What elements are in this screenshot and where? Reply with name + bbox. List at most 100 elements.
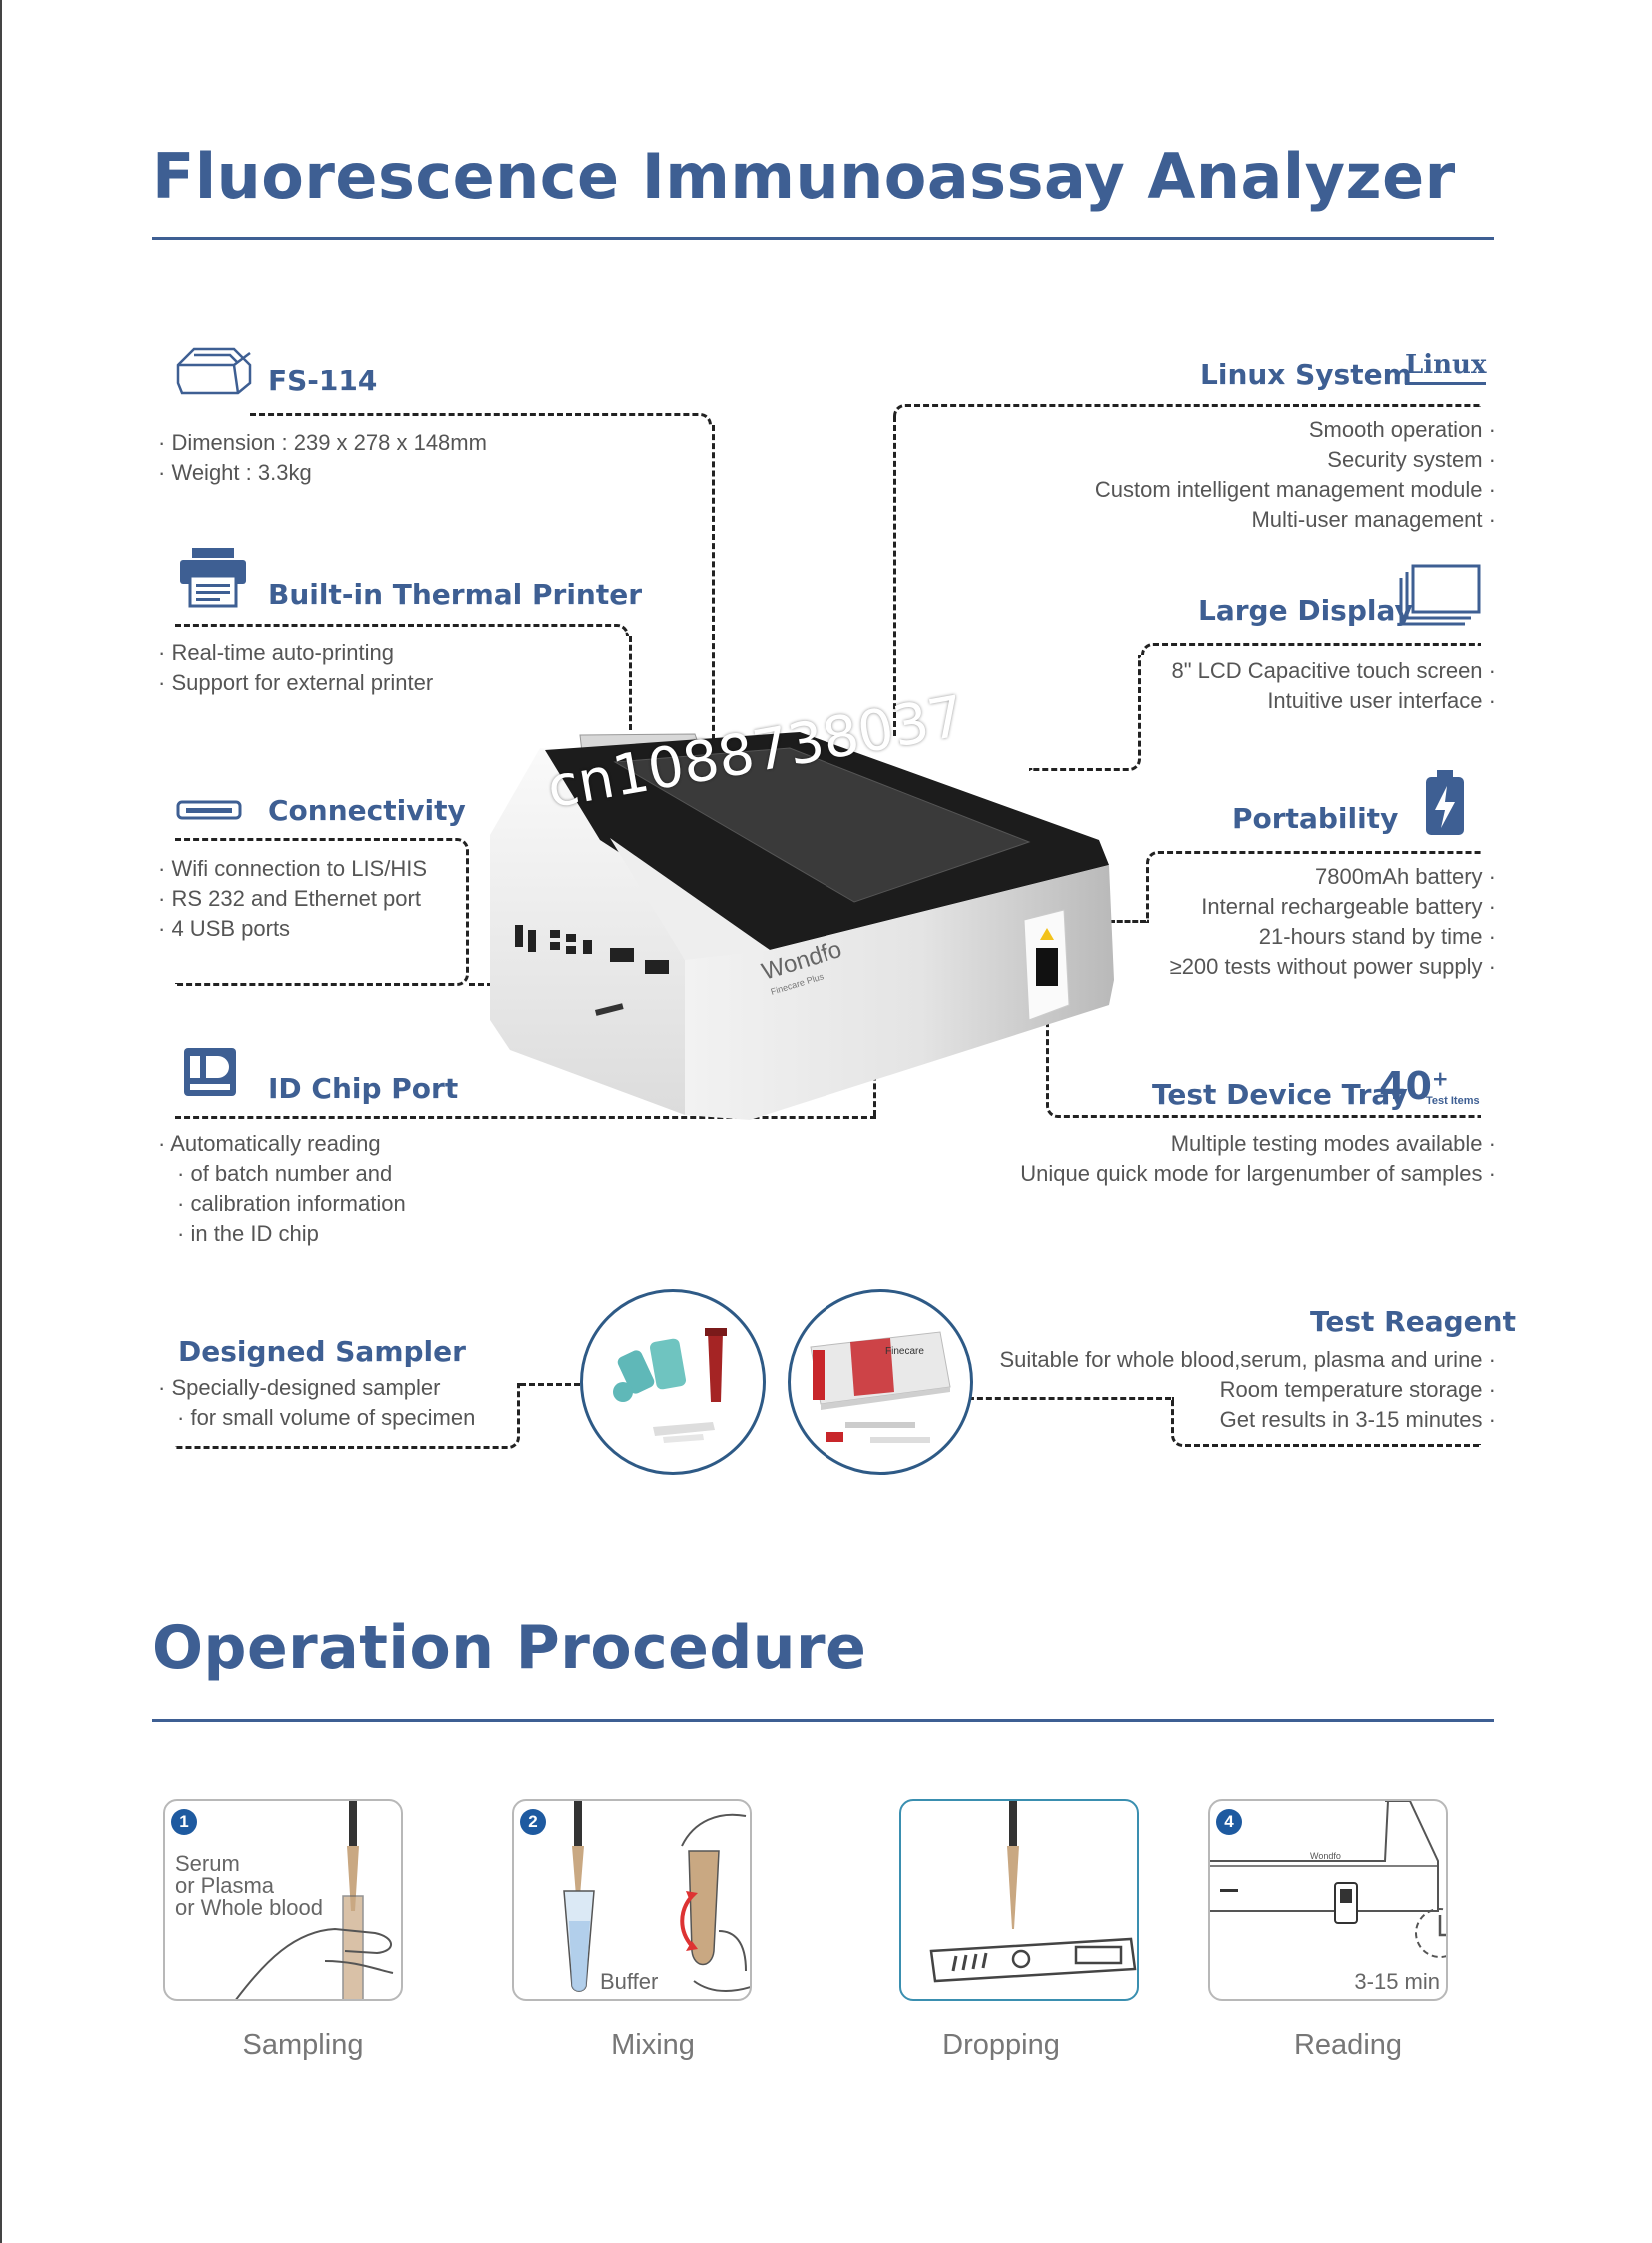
connector-line [1109,920,1146,923]
battery-icon [1426,770,1464,835]
list-item: Multi-user management [1095,505,1496,535]
step-label-reading: Reading [1293,2029,1403,2061]
connector-line [893,416,896,736]
feature-list-id-chip: Automatically reading of batch number an… [158,1129,406,1249]
title-rule [152,237,1494,240]
printer-icon [180,548,246,608]
test-items-label: Test Items [1426,1095,1480,1107]
list-item: Automatically reading [158,1129,406,1159]
connector-line [175,1383,520,1449]
device-brand-mini: Wondfo [1310,1851,1341,1861]
list-item: Multiple testing modes available [1020,1129,1496,1159]
feature-title-linux: Linux System [1200,358,1412,391]
page-title: Fluorescence Immunoassay Analyzer [152,140,1456,213]
sampler-image [580,1289,766,1475]
feature-title-portability: Portability [1232,802,1399,835]
list-item: Unique quick mode for largenumber of sam… [1020,1159,1496,1189]
connector-line [893,404,1481,416]
reagent-image: Finecare [788,1289,973,1475]
linux-logo: Linux [1405,350,1487,385]
list-item: Real-time auto-printing [158,638,433,668]
list-item: Dimension : 239 x 278 x 148mm [158,428,487,458]
step-number: 1 [171,1809,197,1835]
mixing-illustration [563,1801,750,1992]
connector-line [520,1383,580,1386]
list-item: Smooth operation [1095,415,1496,445]
step-number: 4 [1216,1809,1242,1835]
connector-line [1141,643,1481,655]
feature-list-linux: Smooth operation Security system Custom … [1095,415,1496,535]
connector-line [175,1116,876,1119]
list-item: Suitable for whole blood,serum, plasma a… [999,1345,1496,1375]
feature-title-fs114: FS-114 [268,364,378,397]
list-item: Room temperature storage [999,1375,1496,1405]
analyzer-icon [176,347,252,395]
feature-list-portability: 7800mAh battery Internal rechargeable ba… [1170,862,1496,982]
feature-title-tray: Test Device Tray [1152,1078,1408,1111]
step-number: 2 [520,1809,546,1835]
feature-title-id-chip: ID Chip Port [268,1072,459,1105]
list-item: ≥200 tests without power supply [1170,952,1496,982]
list-item: Security system [1095,445,1496,475]
feature-title-reagent: Test Reagent [1310,1305,1516,1338]
list-item: Weight : 3.3kg [158,458,487,488]
connector-line [175,838,469,986]
connector-line [175,624,629,636]
step-label-mixing: Mixing [611,2029,695,2061]
feature-list-fs114: Dimension : 239 x 278 x 148mm Weight : 3… [158,428,487,488]
connector-line [1146,851,1481,923]
connector-line [712,425,715,740]
feature-list-display: 8" LCD Capacitive touch screen Intuitive… [1171,656,1496,716]
step-card-reading: 4 3-15 min Wondfo [1208,1799,1448,2001]
list-item: 8" LCD Capacitive touch screen [1171,656,1496,686]
feature-title-sampler: Designed Sampler [178,1335,466,1368]
connector-line [250,413,712,425]
list-item: 4 USB ports [158,914,427,944]
list-item: in the ID chip [158,1219,406,1249]
feature-list-reagent: Suitable for whole blood,serum, plasma a… [999,1345,1496,1435]
feature-list-printer: Real-time auto-printing Support for exte… [158,638,433,698]
connector-line [1029,655,1141,771]
list-item: Internal rechargeable battery [1170,892,1496,922]
list-item: 7800mAh battery [1170,862,1496,892]
step-card-mixing: 2 Buffer [512,1799,752,2001]
feature-list-sampler: Specially-designed sampler for small vol… [158,1373,475,1433]
step-card-sampling: 1 Serum or Plasma or Whole blood [163,1799,403,2001]
list-item: of batch number and [158,1159,406,1189]
list-item: Support for external printer [158,668,433,698]
port-icon [176,800,242,820]
step-label-dropping: Dropping [942,2029,1060,2061]
test-items-count: 40+ [1379,1064,1449,1108]
list-item: Intuitive user interface [1171,686,1496,716]
list-item: calibration information [158,1189,405,1219]
feature-title-display: Large Display [1198,594,1413,627]
sampling-illustration [235,1801,394,1999]
connector-line [959,1397,1171,1400]
feature-title-connectivity: Connectivity [268,794,466,827]
id-chip-icon [184,1048,236,1096]
list-item: Get results in 3-15 minutes [999,1405,1496,1435]
step-text: Serum or Plasma or Whole blood [175,1851,323,1920]
list-item: Custom intelligent management module [1095,475,1496,505]
feature-title-printer: Built-in Thermal Printer [268,578,643,611]
connector-line [629,636,632,730]
list-item: 21-hours stand by time [1170,922,1496,952]
list-item: Wifi connection to LIS/HIS [158,854,427,884]
step-text: 3-15 min [1354,1969,1440,1994]
reading-illustration: Wondfo [1210,1801,1446,1958]
dropping-illustration [929,1801,1137,1983]
list-item: RS 232 and Ethernet port [158,884,427,914]
analyzer-device-illustration: Wondfo Finecare Plus [490,732,1114,1120]
step-card-dropping [899,1799,1139,2001]
connector-line [1046,1000,1481,1118]
procedure-rule [152,1719,1494,1722]
list-item: Specially-designed sampler [158,1373,475,1403]
list-item: for small volume of specimen [158,1403,475,1433]
feature-list-tray: Multiple testing modes available Unique … [1020,1129,1496,1189]
display-icon [1399,564,1481,626]
step-label-sampling: Sampling [242,2029,364,2061]
step-text: Buffer [600,1969,659,1994]
reagent-box-label: Finecare [885,1346,924,1357]
feature-list-connectivity: Wifi connection to LIS/HIS RS 232 and Et… [158,854,427,944]
connector-line [1171,1397,1481,1447]
